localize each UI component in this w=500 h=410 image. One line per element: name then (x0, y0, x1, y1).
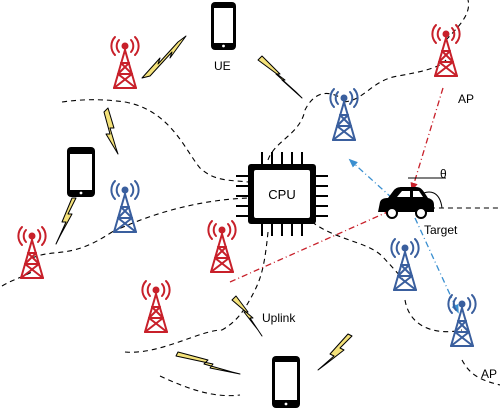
antenna-tower-icon (207, 220, 237, 273)
lightning-bolt-icon (231, 295, 263, 337)
antenna-tower-icon (17, 226, 47, 279)
antenna-tower-icon (110, 36, 140, 89)
sensing-tx-arrow (410, 87, 444, 192)
fronthaul-link (1, 271, 33, 287)
ap-blue-3[interactable] (390, 238, 420, 291)
ap-red-5[interactable] (141, 280, 171, 333)
ue-left[interactable] (67, 147, 95, 197)
fronthaul-link (221, 231, 269, 331)
lightning-bolt-icon (257, 55, 303, 99)
sensing-links (229, 87, 459, 314)
theta-label: θ (440, 167, 447, 181)
fronthaul-link (124, 329, 223, 353)
fronthaul-link (159, 375, 241, 397)
fronthaul-link (343, 59, 447, 103)
cpu-label: CPU (268, 187, 295, 202)
ap-blue-4[interactable] (447, 294, 477, 347)
fronthaul-link (304, 215, 406, 283)
antenna-tower-icon (390, 238, 420, 291)
target-label: Target (424, 223, 458, 237)
fronthaul-link (461, 359, 500, 386)
fronthaul-link (445, 0, 470, 41)
ue-links (55, 35, 353, 375)
ap-blue-1[interactable] (329, 88, 359, 141)
cpu-chip[interactable]: CPU (236, 152, 328, 236)
car-icon (378, 187, 434, 212)
ap-blue-2[interactable] (110, 180, 140, 233)
lightning-bolt-icon (141, 35, 187, 79)
antenna-tower-icon (431, 24, 461, 77)
ap-red-4[interactable] (207, 220, 237, 273)
access-points (17, 24, 477, 347)
target-car[interactable] (378, 187, 434, 219)
echo-arrow-down (414, 217, 459, 314)
ap-label-bottom: AP (481, 367, 497, 381)
antenna-tower-icon (329, 88, 359, 141)
ap-label-top: AP (458, 92, 474, 106)
cpu-chip-icon (236, 152, 328, 236)
antenna-tower-icon (447, 294, 477, 347)
ue-label: UE (214, 59, 231, 73)
ue-top[interactable] (211, 2, 236, 50)
lightning-bolt-icon (55, 197, 77, 245)
lightning-bolt-icon (103, 107, 119, 155)
fronthaul-link (61, 99, 126, 103)
uplink-label: Uplink (262, 311, 296, 325)
ap-red-1[interactable] (110, 36, 140, 89)
fronthaul-link (31, 231, 113, 259)
lightning-bolt-icon (175, 351, 241, 375)
ap-red-2[interactable] (431, 24, 461, 77)
ap-red-3[interactable] (17, 226, 47, 279)
antenna-tower-icon (110, 180, 140, 233)
echo-arrow-up (348, 158, 393, 199)
lightning-bolt-icon (317, 333, 353, 371)
fronthaul-link (111, 197, 249, 233)
antenna-tower-icon (141, 280, 171, 333)
ue-bottom[interactable] (272, 356, 300, 408)
sensing-rx-arrow (229, 209, 394, 283)
fronthaul-link (267, 92, 345, 161)
fronthaul-link (124, 101, 249, 183)
